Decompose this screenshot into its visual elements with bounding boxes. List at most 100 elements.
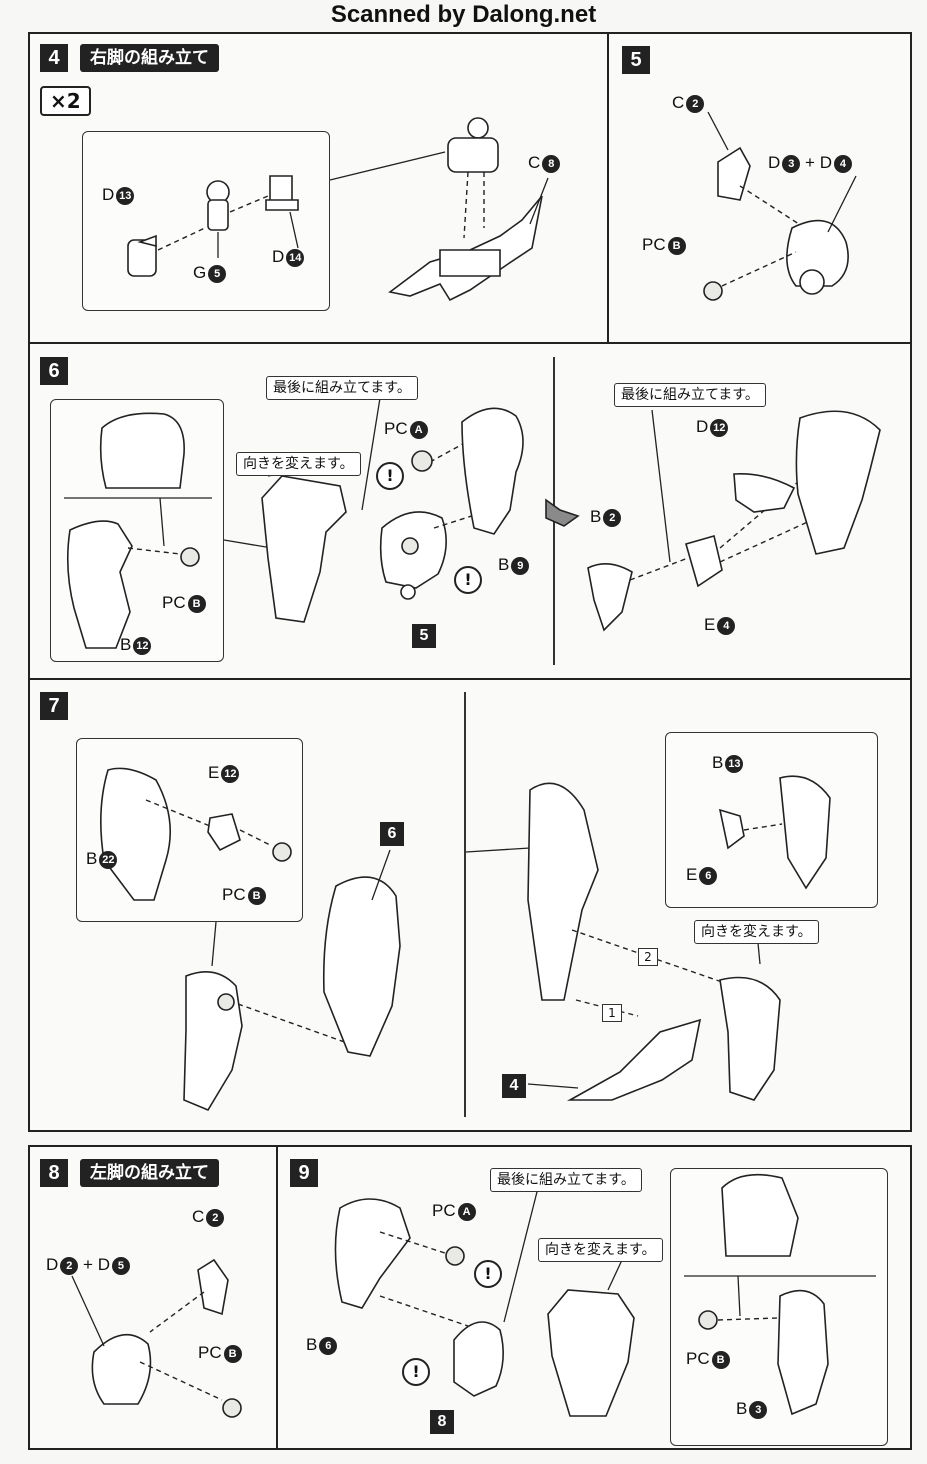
step-5-parts bbox=[703, 111, 857, 301]
step-ref-4: 4 bbox=[502, 1074, 526, 1098]
label-e12-letter: E bbox=[208, 763, 220, 782]
label-d12-num: 12 bbox=[710, 419, 729, 437]
label-c2-num: 2 bbox=[206, 1209, 225, 1227]
label-d2-num: 2 bbox=[60, 1257, 79, 1275]
step-4-title: 右脚の組み立て bbox=[80, 44, 219, 72]
label-pcb-letter: PC bbox=[198, 1343, 222, 1362]
step-6-parts bbox=[64, 397, 881, 649]
label-pcb-letter: PC bbox=[642, 235, 666, 254]
step-8-parts bbox=[71, 1258, 242, 1418]
label-c2-letter: C bbox=[192, 1207, 205, 1226]
note-change-direction: 向きを変えます。 bbox=[538, 1238, 663, 1262]
step-8-title: 左脚の組み立て bbox=[80, 1159, 219, 1187]
label-b2-letter: B bbox=[590, 507, 602, 526]
label-pcb-num: B bbox=[223, 1345, 242, 1363]
step-9-parts bbox=[334, 1173, 876, 1417]
step-4-detail-box bbox=[82, 131, 330, 311]
note-change-direction: 向きを変えます。 bbox=[694, 920, 819, 944]
label-d5-letter: D bbox=[97, 1255, 110, 1274]
label-b12-num: 12 bbox=[133, 637, 152, 655]
label-c8-num: 8 bbox=[542, 155, 561, 173]
label-e4-num: 4 bbox=[717, 617, 736, 635]
label-g5-letter: G bbox=[193, 263, 207, 282]
label-e6-letter: E bbox=[686, 865, 698, 884]
step-7-number: 7 bbox=[40, 692, 68, 720]
label-b6-letter: B bbox=[306, 1335, 318, 1354]
warning-icon: ! bbox=[402, 1358, 430, 1386]
warning-icon: ! bbox=[454, 566, 482, 594]
label-b22-num: 22 bbox=[99, 851, 118, 869]
label-d4-letter: D bbox=[819, 153, 832, 172]
label-e12-num: 12 bbox=[221, 765, 240, 783]
label-c2-num: 2 bbox=[686, 95, 705, 113]
label-pcb-letter: PC bbox=[162, 593, 186, 612]
step-6-number: 6 bbox=[40, 357, 68, 385]
note-assemble-last: 最後に組み立てます。 bbox=[490, 1168, 642, 1192]
label-b2-num: 2 bbox=[603, 509, 622, 527]
label-plus: + bbox=[83, 1255, 93, 1274]
note-assemble-last-2: 最後に組み立てます。 bbox=[614, 383, 766, 407]
sequence-number-1: 1 bbox=[602, 1004, 622, 1022]
label-d3-letter: D bbox=[768, 153, 781, 172]
scan-header: Scanned by Dalong.net bbox=[330, 1, 597, 28]
label-pcb-num: B bbox=[711, 1351, 730, 1369]
label-b22-letter: B bbox=[86, 849, 98, 868]
label-pca-num: A bbox=[409, 421, 428, 439]
step-7-parts bbox=[100, 767, 831, 1112]
label-b3-letter: B bbox=[736, 1399, 748, 1418]
label-d5-num: 5 bbox=[111, 1257, 130, 1275]
label-d2-letter: D bbox=[46, 1255, 59, 1274]
label-d4-num: 4 bbox=[833, 155, 852, 173]
warning-icon: ! bbox=[376, 462, 404, 490]
step-7-divider bbox=[464, 692, 466, 1117]
step-ref-5: 5 bbox=[412, 624, 436, 648]
label-d12-letter: D bbox=[696, 417, 709, 436]
label-b3-num: 3 bbox=[749, 1401, 768, 1419]
quantity-badge: ×2 bbox=[40, 86, 91, 116]
label-c2-letter: C bbox=[672, 93, 685, 112]
note-change-direction: 向きを変えます。 bbox=[236, 452, 361, 476]
step-4-parts bbox=[127, 117, 549, 302]
step-ref-8: 8 bbox=[430, 1410, 454, 1434]
label-d13-letter: D bbox=[102, 185, 115, 204]
label-pcb-num: B bbox=[187, 595, 206, 613]
label-b6-num: 6 bbox=[319, 1337, 338, 1355]
label-b12-letter: B bbox=[120, 635, 132, 654]
label-c8-letter: C bbox=[528, 153, 541, 172]
label-e6-num: 6 bbox=[699, 867, 718, 885]
label-b9-num: 9 bbox=[511, 557, 530, 575]
label-pcb-num: B bbox=[667, 237, 686, 255]
label-pcb-num: B bbox=[247, 887, 266, 905]
step-8-panel bbox=[28, 1145, 278, 1450]
label-g5-num: 5 bbox=[208, 265, 227, 283]
label-pcb-letter: PC bbox=[222, 885, 246, 904]
label-pca-letter: PC bbox=[432, 1201, 456, 1220]
label-pcb-letter: PC bbox=[686, 1349, 710, 1368]
label-d3-num: 3 bbox=[782, 155, 801, 173]
label-pca-letter: PC bbox=[384, 419, 408, 438]
note-assemble-last: 最後に組み立てます。 bbox=[266, 376, 418, 400]
step-8-number: 8 bbox=[40, 1159, 68, 1187]
